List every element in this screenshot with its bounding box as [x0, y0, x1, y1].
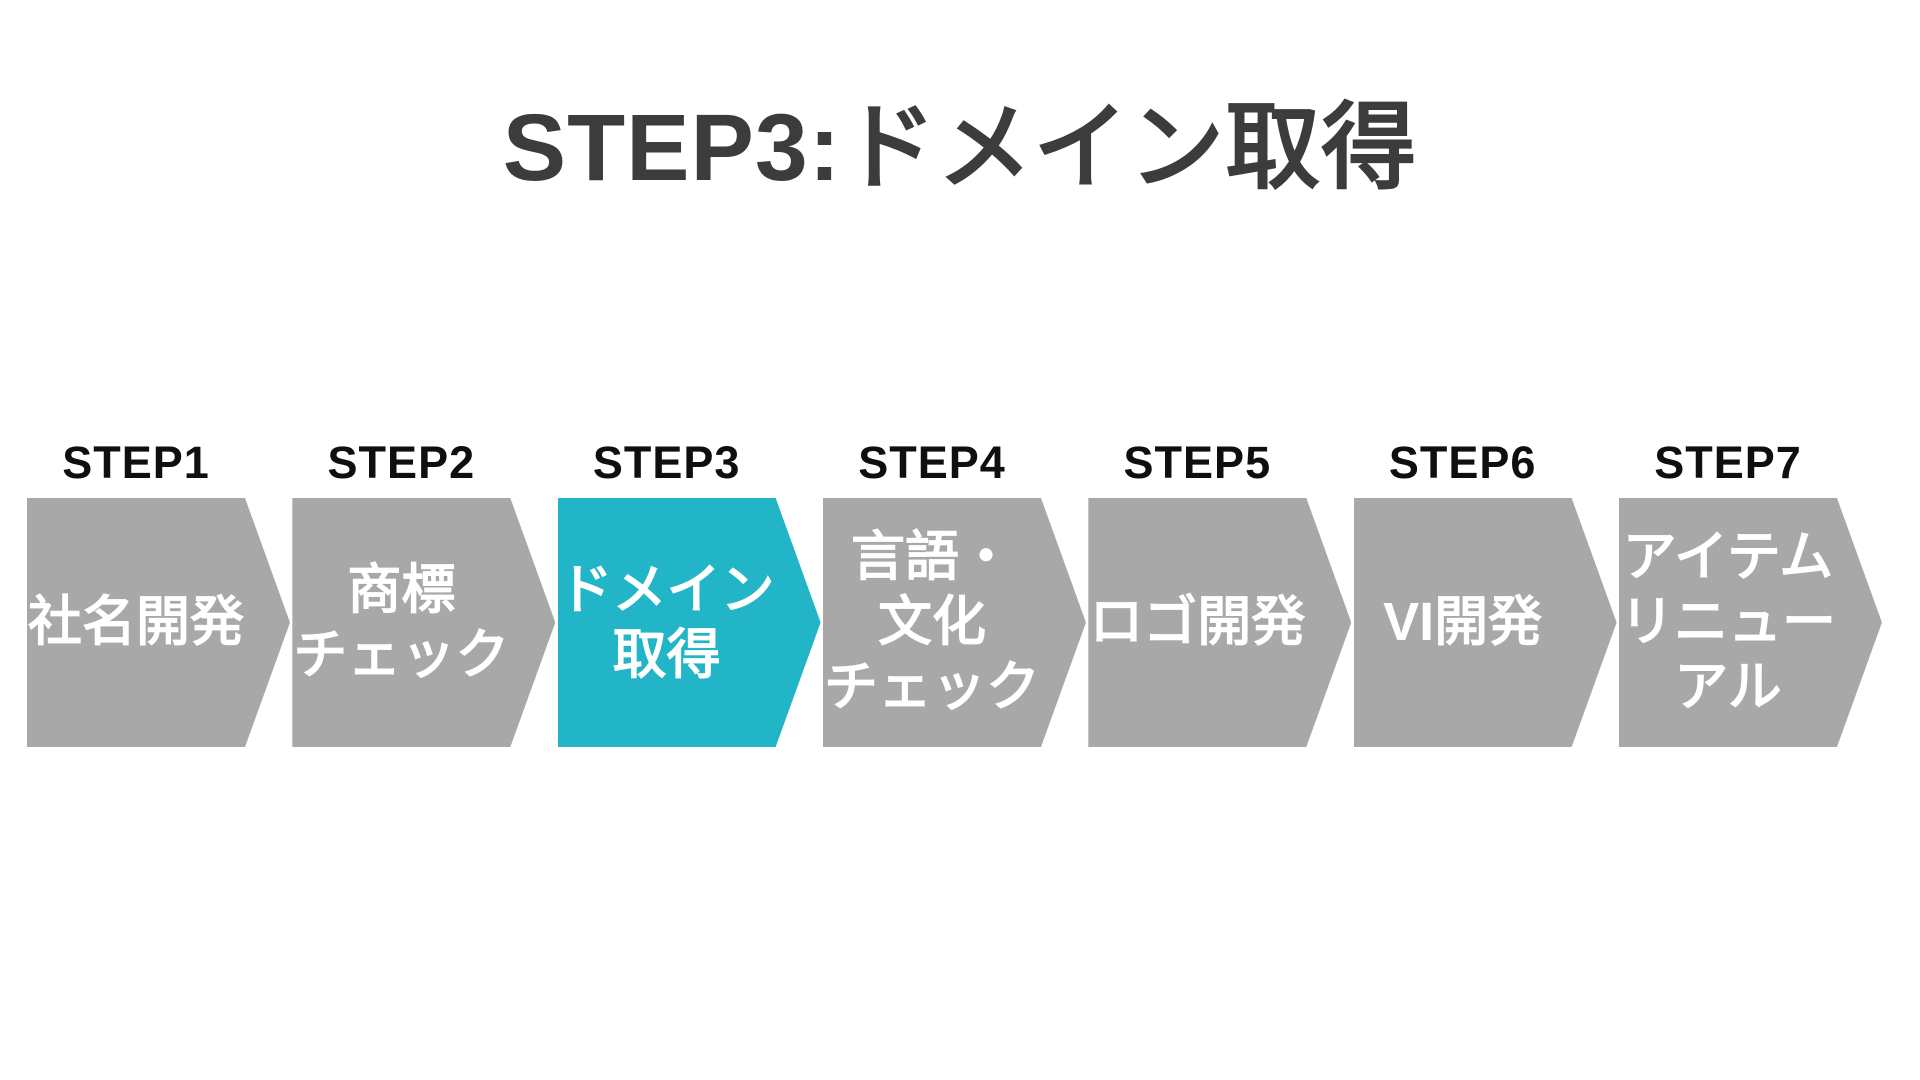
step-4-name-line: 言語・ — [850, 527, 1013, 587]
step-1-name-line: 社名開発 — [28, 592, 244, 652]
step-7-name-line: アイテム — [1622, 527, 1834, 587]
step-2: STEP2 商標 チェック — [292, 437, 556, 747]
process-flow: STEP1 社名開発 STEP2 商標 チェック STEP3 ドメイン 取得 S… — [27, 440, 1882, 747]
step-1-name: 社名開発 — [27, 590, 245, 655]
step-1-label: STEP1 — [62, 437, 210, 488]
step-7: STEP7 アイテム リニュー アル — [1618, 437, 1882, 747]
step-2-name-line: 商標 — [347, 559, 456, 620]
step-3: STEP3 ドメイン 取得 — [557, 437, 821, 747]
step-1-arrow: 社名開発 — [27, 498, 290, 747]
step-6-label: STEP6 — [1388, 437, 1537, 488]
step-2-label: STEP2 — [327, 437, 476, 488]
step-4-name-line: 文化 — [877, 592, 986, 652]
step-4-arrow: 言語・ 文化 チェック — [822, 498, 1086, 747]
step-2-name: 商標 チェック — [292, 558, 510, 688]
step-6: STEP6 VI開発 — [1353, 437, 1617, 747]
step-5: STEP5 ロゴ開発 — [1088, 437, 1352, 747]
step-2-name-line: チェック — [293, 624, 510, 685]
step-3-name: ドメイン 取得 — [558, 558, 776, 688]
step-4-name: 言語・ 文化 チェック — [823, 525, 1041, 720]
step-2-arrow: 商標 チェック — [292, 498, 556, 747]
step-5-arrow: ロゴ開発 — [1088, 498, 1352, 747]
step-4-name-line: チェック — [823, 657, 1040, 717]
step-6-arrow: VI開発 — [1353, 498, 1617, 747]
step-3-arrow: ドメイン 取得 — [557, 498, 821, 747]
step-6-name-line: VI開発 — [1383, 592, 1543, 652]
step-5-name: ロゴ開発 — [1088, 590, 1306, 655]
step-3-name-line: ドメイン — [558, 559, 775, 620]
step-5-label: STEP5 — [1123, 437, 1272, 488]
step-3-label: STEP3 — [592, 437, 741, 488]
step-7-name: アイテム リニュー アル — [1619, 525, 1837, 720]
step-6-name: VI開発 — [1354, 590, 1572, 655]
step-7-label: STEP7 — [1654, 437, 1802, 488]
page-title: STEP3:ドメイン取得 — [502, 95, 1418, 201]
step-4-label: STEP4 — [858, 437, 1006, 488]
step-7-name-line: アル — [1674, 657, 1782, 717]
step-5-name-line: ロゴ開発 — [1089, 592, 1306, 652]
step-1: STEP1 社名開発 — [27, 440, 290, 747]
step-7-arrow: アイテム リニュー アル — [1618, 498, 1882, 747]
step-7-name-line: リニュー — [1619, 592, 1836, 652]
step-3-name-line: 取得 — [612, 624, 721, 685]
step-4: STEP4 言語・ 文化 チェック — [822, 437, 1086, 747]
